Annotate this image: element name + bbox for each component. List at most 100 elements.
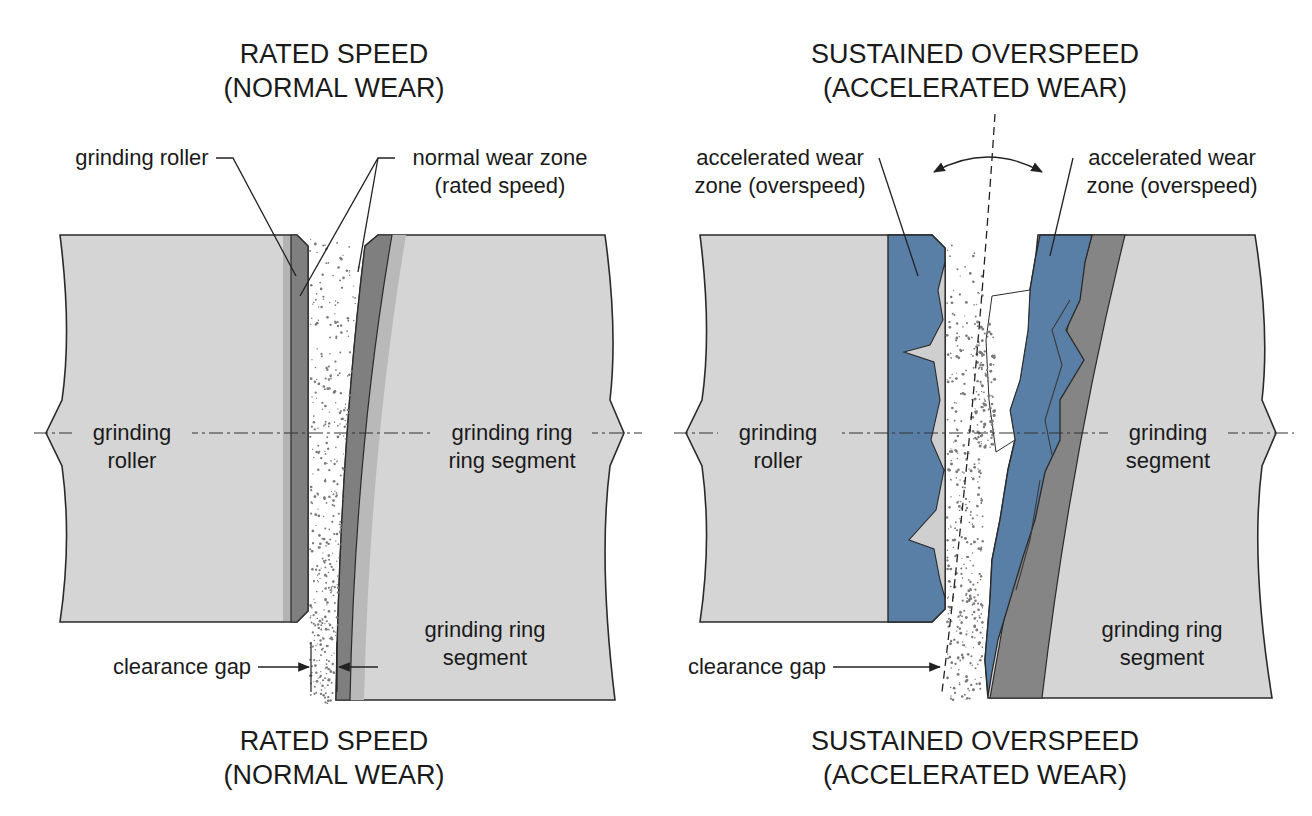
particle	[335, 635, 336, 636]
particle	[964, 487, 966, 489]
particle	[982, 364, 985, 367]
particle	[946, 516, 949, 519]
particle	[954, 527, 956, 529]
particle	[948, 506, 950, 508]
particle	[317, 452, 319, 454]
particle	[344, 496, 347, 499]
particle	[971, 636, 973, 638]
particle	[972, 688, 975, 691]
particle	[975, 617, 976, 618]
particle	[350, 404, 352, 406]
particle	[948, 528, 949, 529]
particle	[337, 321, 339, 323]
particle	[972, 255, 975, 258]
particle	[956, 429, 958, 431]
particle	[953, 687, 956, 690]
particle	[975, 412, 978, 415]
particle	[325, 545, 327, 547]
particle	[317, 445, 319, 447]
particle	[946, 539, 948, 541]
particle	[344, 420, 346, 422]
particle	[958, 501, 959, 502]
particle	[340, 474, 342, 476]
particle	[967, 589, 970, 592]
particle	[962, 656, 965, 659]
particle	[960, 501, 961, 502]
particle	[310, 284, 313, 287]
particle	[325, 442, 328, 445]
particle	[327, 702, 329, 704]
particle	[346, 330, 348, 332]
particle	[318, 627, 320, 629]
particle	[334, 360, 336, 362]
particle	[960, 420, 962, 422]
particle	[316, 591, 318, 593]
particle	[329, 302, 331, 304]
particle	[966, 600, 969, 603]
particle	[337, 425, 339, 427]
particle	[318, 573, 320, 575]
particle	[977, 424, 979, 426]
particle	[948, 580, 951, 583]
particle	[980, 579, 982, 581]
particle	[325, 421, 327, 423]
particle	[950, 448, 951, 449]
particle	[981, 621, 984, 624]
particle	[973, 252, 975, 254]
particle	[331, 491, 332, 492]
particle	[324, 405, 327, 408]
particle	[314, 380, 316, 382]
particle	[979, 352, 981, 354]
ring-wear-zone	[985, 235, 1092, 696]
particle	[328, 422, 330, 424]
particle	[964, 315, 965, 316]
particle	[949, 377, 951, 379]
particle	[959, 611, 962, 614]
particle	[344, 426, 346, 428]
particle	[979, 632, 981, 634]
particle	[338, 513, 340, 515]
particle	[315, 611, 318, 614]
particle	[328, 426, 330, 428]
particle	[950, 296, 953, 299]
particle	[315, 692, 317, 694]
particle	[990, 333, 993, 336]
particle	[983, 391, 985, 393]
particle	[331, 692, 333, 694]
particle	[976, 438, 978, 440]
roller-body	[46, 235, 308, 622]
particle	[309, 436, 311, 438]
particle	[349, 270, 350, 271]
particle	[314, 664, 317, 667]
particle	[320, 624, 322, 626]
particle	[970, 511, 972, 513]
particle	[315, 367, 317, 369]
particle	[953, 290, 954, 291]
particle	[950, 661, 953, 664]
particle	[972, 584, 974, 586]
particle	[946, 677, 949, 680]
particle	[960, 621, 963, 624]
particle	[328, 629, 330, 631]
particle	[323, 496, 326, 499]
particle	[954, 555, 956, 557]
particle	[316, 379, 317, 380]
particle	[338, 557, 339, 558]
particle	[315, 569, 317, 571]
particle	[324, 701, 326, 703]
particle	[946, 559, 948, 561]
particle	[987, 394, 990, 397]
particle	[973, 438, 975, 440]
particle	[984, 399, 985, 400]
particle	[316, 293, 318, 295]
particle	[317, 428, 318, 429]
particle	[950, 640, 952, 642]
particle	[337, 302, 339, 304]
particle	[342, 467, 344, 469]
particle	[313, 580, 315, 582]
particle	[332, 663, 334, 665]
part-label: grinding ring segment	[409, 616, 561, 671]
particle	[989, 420, 992, 423]
particle	[972, 478, 975, 481]
particle	[954, 692, 956, 694]
